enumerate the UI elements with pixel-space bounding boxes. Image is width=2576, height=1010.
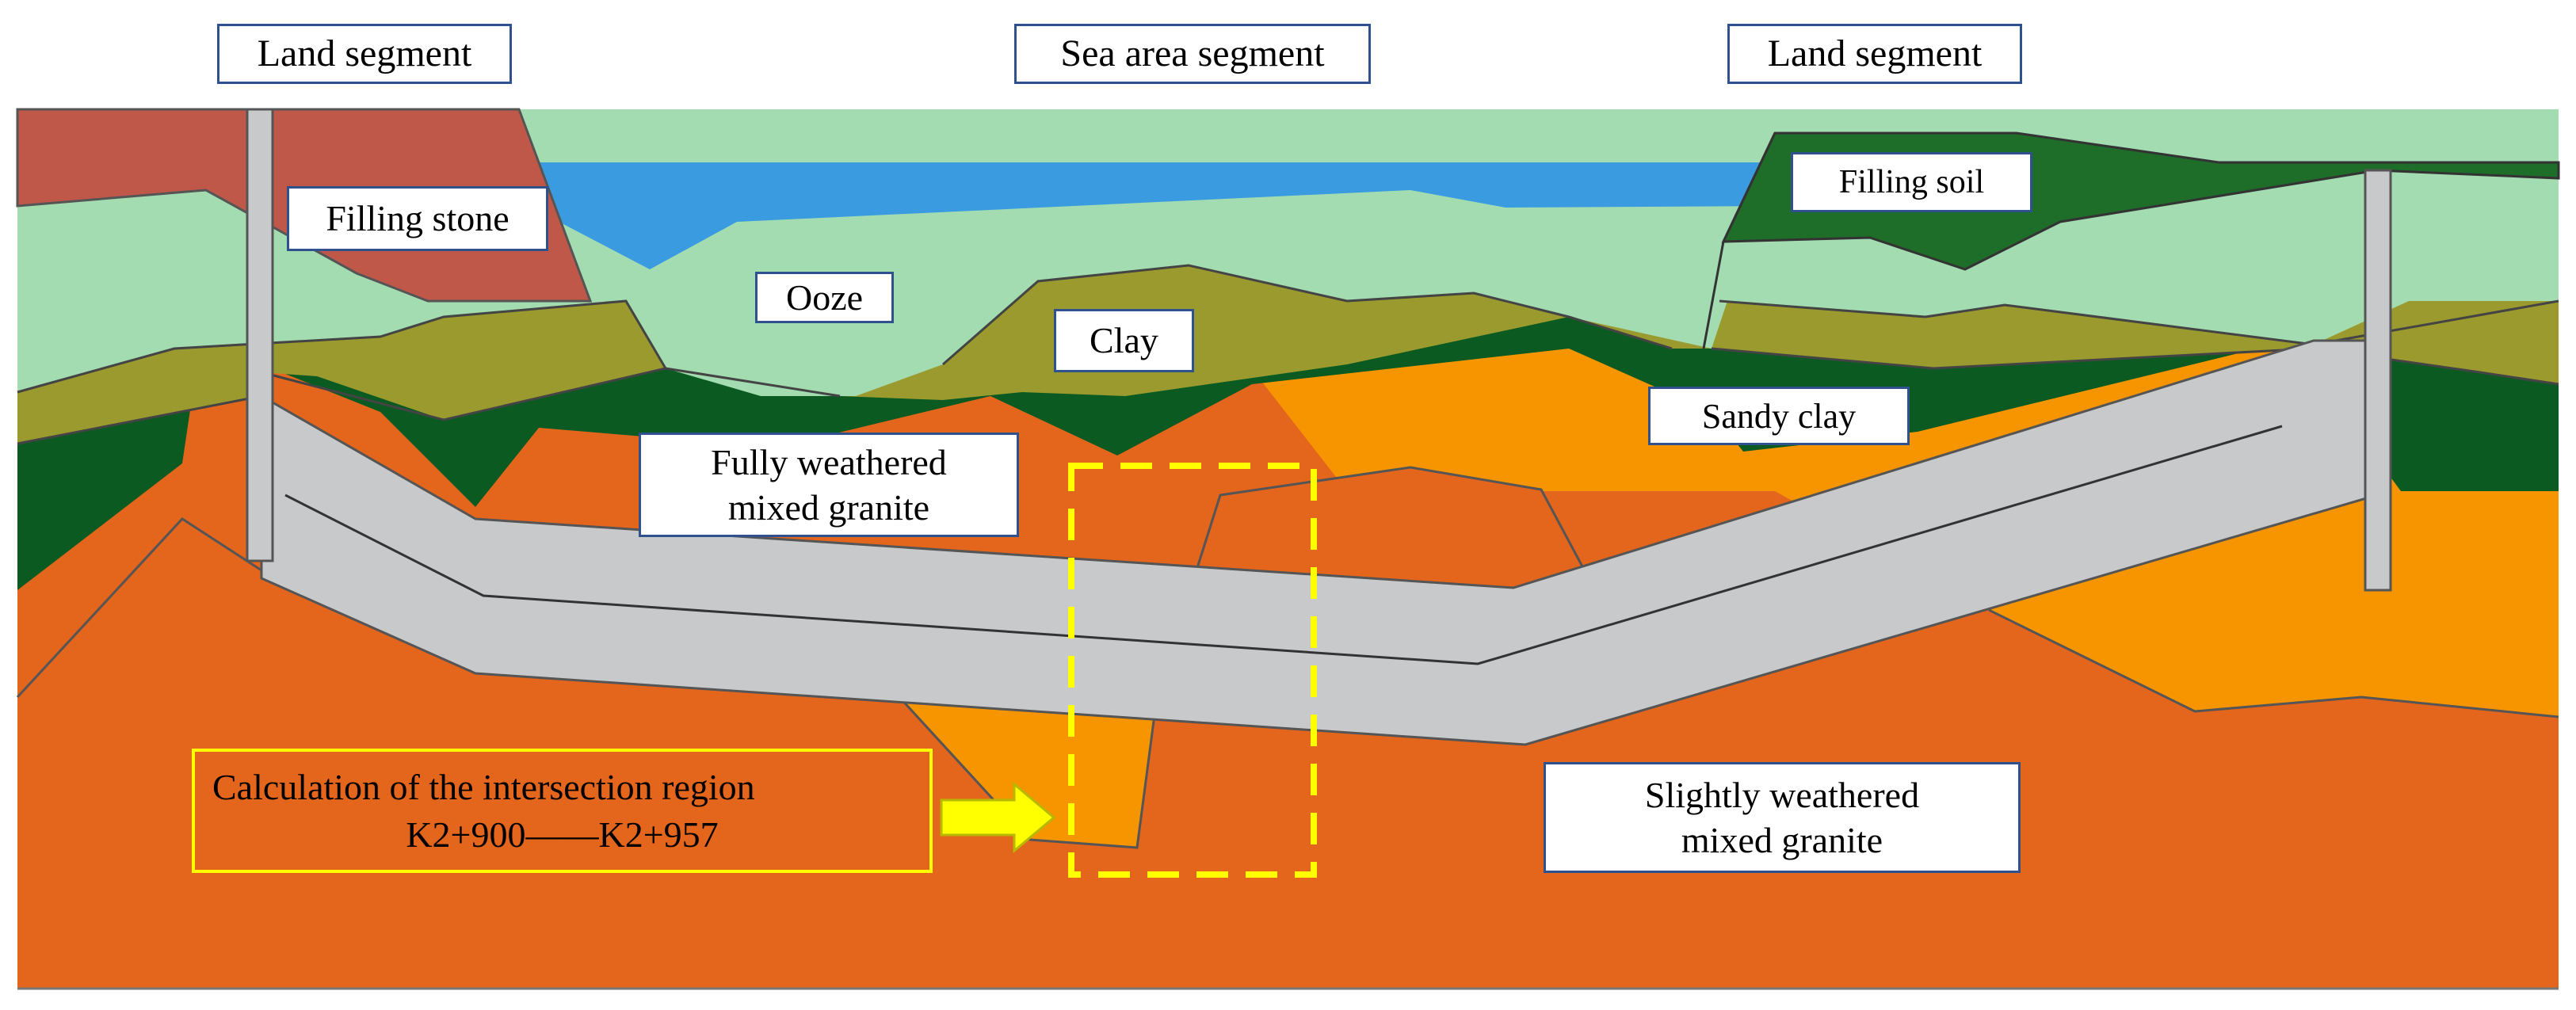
calculation-title: Calculation of the intersection region [212,766,755,807]
granite-boundary-right [1988,608,2559,718]
filling-stone-label: Filling stone [287,186,548,251]
land-segment-right-label: Land segment [1727,24,2022,84]
fully-weathered-line1: Fully weathered [711,441,947,482]
layer-boundary-2 [942,264,1673,366]
fully-weathered-line2: mixed granite [727,487,930,528]
layer-boundary-4 [1719,299,2559,346]
right-shaft [2364,169,2392,592]
sandy-clay-label: Sandy clay [1648,387,1910,445]
filling-soil-label: Filling soil [1791,152,2032,212]
land-segment-left-label: Land segment [217,24,512,84]
intersection-calculation-box: Calculation of the intersection region K… [192,749,933,873]
layer-boundary-1 [17,367,841,445]
fully-weathered-granite-label: Fully weathered mixed granite [639,433,1019,537]
clay-label: Clay [1054,309,1194,372]
calculation-range: K2+900——K2+957 [406,814,719,855]
slightly-weathered-line1: Slightly weathered [1644,774,1920,815]
intersection-region-box [1068,463,1317,878]
outcrop-outline [1195,466,1590,579]
sea-area-segment-label: Sea area segment [1014,24,1371,84]
ground-line-left [17,299,667,394]
slightly-weathered-granite-label: Slightly weathered mixed granite [1544,762,2021,873]
slightly-weathered-outcrop-upper [1196,467,1589,590]
ooze-label: Ooze [755,272,894,323]
granite-boundary-left [16,517,262,699]
left-shaft [246,108,274,562]
slightly-weathered-line2: mixed granite [1681,820,1883,860]
sea-water [539,162,1775,269]
right-arrow-icon [940,781,1056,854]
ground-line-right [1702,132,1776,349]
tunnel-centerline [284,425,2283,665]
